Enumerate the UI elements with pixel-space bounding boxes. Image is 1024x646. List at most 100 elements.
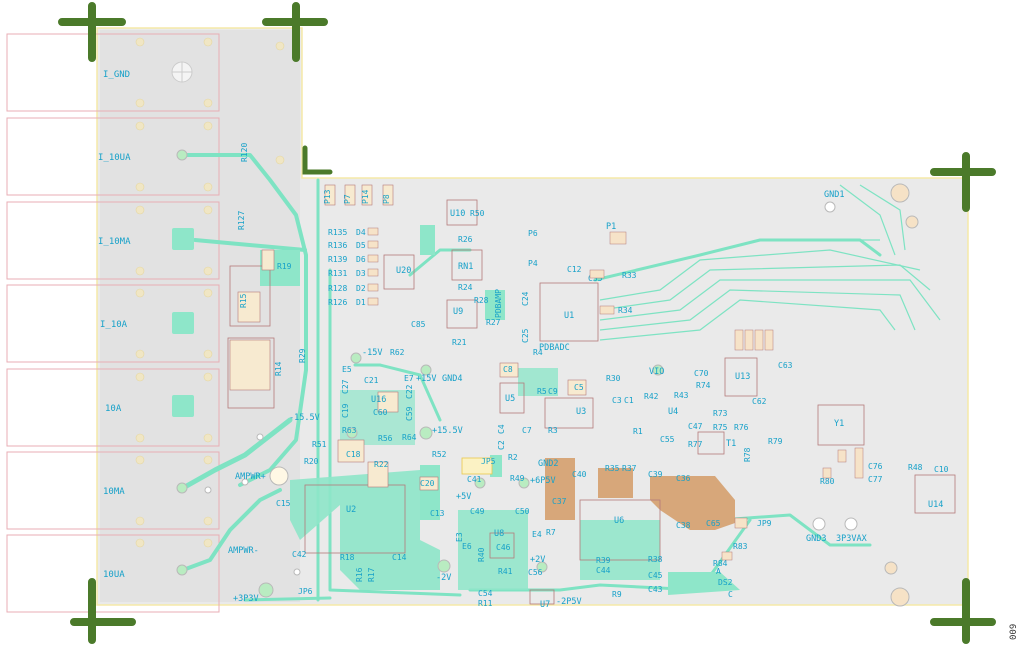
- connector-label-10ua: 10UA: [103, 570, 125, 580]
- designator: R9: [612, 590, 622, 599]
- designator: E5: [342, 365, 352, 374]
- designator: C36: [676, 474, 691, 483]
- designator: P6: [528, 229, 538, 238]
- designator: C14: [392, 553, 407, 562]
- designator: DS2: [718, 578, 733, 587]
- designator: C41: [467, 475, 482, 484]
- designator: C37: [552, 497, 567, 506]
- designator: U13: [735, 372, 750, 382]
- connector-label-i-10ua: I_10UA: [98, 153, 131, 163]
- designator: C38: [676, 521, 691, 530]
- designator: C35: [588, 274, 603, 283]
- connector-label-i-10ma: I_10MA: [98, 237, 131, 247]
- copper-pours: [172, 225, 740, 595]
- designator: R7: [546, 528, 556, 537]
- designator: R42: [644, 392, 659, 401]
- designator: C3: [612, 396, 622, 405]
- designator: R76: [734, 423, 749, 432]
- designator: R78: [743, 447, 752, 462]
- designator: R83: [733, 542, 748, 551]
- connector-outline: [6, 534, 220, 613]
- designator: R27: [486, 318, 501, 327]
- ic-footprints: [227, 199, 956, 605]
- designator: R56: [378, 434, 393, 443]
- designator: R38: [648, 555, 663, 564]
- designator: R79: [768, 437, 783, 446]
- designator: R127: [237, 211, 246, 230]
- connector-outline: [6, 451, 220, 530]
- designator: R51: [312, 440, 327, 449]
- designator: JP6: [298, 587, 313, 596]
- connector-labels: I_GND I_10UA I_10MA I_10A 10A 10MA 10UA: [98, 70, 131, 580]
- designator: U6: [614, 516, 624, 526]
- designator: C60: [373, 408, 388, 417]
- net-label: +15.5V: [432, 426, 463, 436]
- designator: R50: [470, 209, 485, 218]
- designator: R131: [328, 269, 347, 278]
- designator: R30: [606, 374, 621, 383]
- designator: P8: [382, 194, 391, 204]
- designator: C55: [660, 435, 675, 444]
- designator: C25: [521, 328, 530, 343]
- designator: D2: [356, 284, 366, 293]
- net-label: -2V: [436, 573, 451, 583]
- designator: R84: [713, 559, 728, 568]
- designator: C46: [496, 543, 511, 552]
- designator: R120: [240, 143, 249, 162]
- designator: C45: [648, 571, 663, 580]
- designator: U9: [453, 307, 463, 317]
- designator: U14: [928, 500, 943, 510]
- net-label: +6P5V: [530, 476, 556, 486]
- net-label: VIO: [649, 367, 664, 377]
- designator: P7: [343, 194, 352, 204]
- designator: A: [716, 567, 721, 576]
- designator: R15: [239, 293, 248, 308]
- designator: R18: [340, 553, 355, 562]
- designator: Y1: [834, 419, 844, 429]
- designator: C15: [276, 499, 291, 508]
- connector-label-i-gnd: I_GND: [103, 70, 130, 80]
- designator: R80: [820, 477, 835, 486]
- designator: R41: [498, 567, 513, 576]
- designator: R22: [374, 460, 389, 469]
- signal-traces: [599, 184, 941, 341]
- designator: R40: [477, 547, 486, 562]
- designator: R1: [633, 427, 643, 436]
- designator: R11: [478, 599, 493, 608]
- designator: C18: [346, 450, 361, 459]
- designator: R63: [342, 426, 357, 435]
- registration-marks: [58, 2, 996, 644]
- designator: T1: [726, 439, 736, 449]
- designator: C42: [292, 550, 307, 559]
- designator: R77: [688, 440, 703, 449]
- connector-outline: [6, 284, 220, 363]
- designator: D3: [356, 269, 366, 278]
- connector-label-i-10a: I_10A: [100, 320, 128, 330]
- designator: JP5: [481, 457, 496, 466]
- connector-outline: [6, 33, 220, 112]
- designator: C1: [624, 396, 634, 405]
- designator: U16: [371, 395, 386, 405]
- designator: R3: [548, 426, 558, 435]
- jumper-zone: [461, 457, 493, 475]
- designator: R48: [908, 463, 923, 472]
- net-label: 3P3VAX: [836, 534, 868, 544]
- designator: R135: [328, 228, 347, 237]
- designator: U8: [494, 529, 504, 539]
- designator: C12: [567, 265, 582, 274]
- designator: P4: [528, 259, 538, 268]
- designator: U20: [396, 266, 411, 276]
- designator: R16: [355, 567, 364, 582]
- left-copper-area: [100, 30, 300, 602]
- designator: C70: [694, 369, 709, 378]
- designator: R75: [713, 423, 728, 432]
- designator: C47: [688, 422, 703, 431]
- designator: R52: [432, 450, 447, 459]
- designator: C44: [596, 566, 611, 575]
- designator: R17: [367, 567, 376, 582]
- designator: C9: [548, 387, 558, 396]
- designator: R74: [696, 381, 711, 390]
- figure-number: 009: [1009, 624, 1019, 640]
- designator: R39: [596, 556, 611, 565]
